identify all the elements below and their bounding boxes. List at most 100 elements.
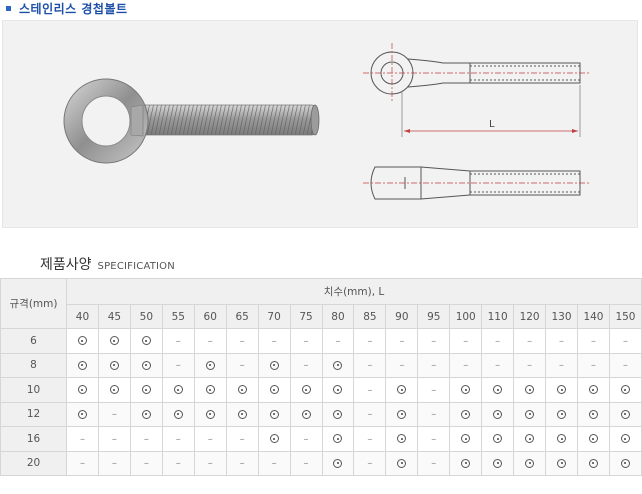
available-mark-icon [333,458,343,468]
length-header: 치수(mm), L [66,278,642,305]
length-col-110: 110 [481,304,515,329]
unavailable-mark: – [207,433,213,445]
table-cell: – [353,450,387,476]
row-size: 6 [0,328,67,354]
available-mark-icon [237,409,247,419]
row-size: 10 [0,377,67,403]
table-cell [513,377,547,403]
table-cell [97,377,131,403]
unavailable-mark: – [431,433,437,445]
available-mark-icon [173,385,183,395]
length-col-60: 60 [193,304,227,329]
row-size: 16 [0,426,67,452]
table-cell [545,450,578,476]
table-cell [385,377,419,403]
unavailable-mark: – [303,360,309,372]
available-mark-icon [525,385,535,395]
table-cell [321,450,355,476]
unavailable-mark: – [495,360,501,372]
unavailable-mark: – [175,433,181,445]
table-row: 8–––––––––––– [0,352,642,378]
table-cell: – [289,450,323,476]
table-cell: – [417,426,451,452]
unavailable-mark: – [622,360,628,372]
table-cell: – [577,352,610,378]
product-image-panel: L [2,20,638,228]
available-mark-icon [461,434,471,444]
length-col-75: 75 [289,304,323,329]
unavailable-mark: – [431,384,437,396]
available-mark-icon [397,458,407,468]
table-row: 6––––––––––––––– [0,328,642,354]
unavailable-mark: – [303,458,309,470]
table-cell: – [545,328,578,354]
page-title-text: 스테인리스 경첩볼트 [19,1,128,16]
available-mark-icon [620,458,630,468]
table-cell [513,426,547,452]
unavailable-mark: – [367,335,373,347]
available-mark-icon [173,409,183,419]
table-cell [577,450,610,476]
table-cell [257,401,291,427]
table-cell [481,426,515,452]
length-col-140: 140 [577,304,610,329]
eye-bolt-drawing-top [363,166,591,200]
length-col-130: 130 [545,304,578,329]
table-row: 20–––––––––– [0,450,642,476]
table-cell: – [353,401,387,427]
table-cell [66,401,99,427]
length-col-120: 120 [513,304,547,329]
table-cell: – [321,328,355,354]
row-size: 12 [0,401,67,427]
table-cell [129,401,163,427]
unavailable-mark: – [590,335,596,347]
available-mark-icon [77,360,87,370]
available-mark-icon [397,409,407,419]
table-cell [225,401,259,427]
table-cell [545,377,578,403]
table-cell [193,377,227,403]
table-cell [257,377,291,403]
table-cell [481,450,515,476]
table-cell [66,377,99,403]
unavailable-mark: – [463,335,469,347]
available-mark-icon [557,409,567,419]
table-cell: – [289,328,323,354]
table-row: 10 – – [0,377,642,403]
table-row: 12––– [0,401,642,427]
table-cell [66,352,99,378]
table-cell: – [481,352,515,378]
table-cell: – [225,352,259,378]
table-cell: – [608,352,642,378]
unavailable-mark: – [367,384,373,396]
table-cell [449,450,483,476]
unavailable-mark: – [239,360,245,372]
length-col-150: 150 [608,304,642,329]
table-row: 16––––––––– [0,426,642,452]
unavailable-mark: – [175,458,181,470]
table-cell: – [129,426,163,452]
unavailable-mark: – [79,458,85,470]
available-mark-icon [525,458,535,468]
unavailable-mark: – [527,360,533,372]
available-mark-icon [620,434,630,444]
table-cell: – [193,450,227,476]
available-mark-icon [493,409,503,419]
table-cell: – [161,328,195,354]
table-cell: – [225,450,259,476]
table-cell [545,426,578,452]
table-cell [97,352,131,378]
table-cell: – [353,426,387,452]
unavailable-mark: – [622,335,628,347]
table-cell [321,401,355,427]
eye-bolt-photo [63,78,320,164]
available-mark-icon [333,360,343,370]
table-cell [385,426,419,452]
unavailable-mark: – [431,360,437,372]
table-cell: – [289,426,323,452]
unavailable-mark: – [143,433,149,445]
table-cell: – [449,352,483,378]
unavailable-mark: – [303,433,309,445]
table-cell [449,401,483,427]
available-mark-icon [525,409,535,419]
